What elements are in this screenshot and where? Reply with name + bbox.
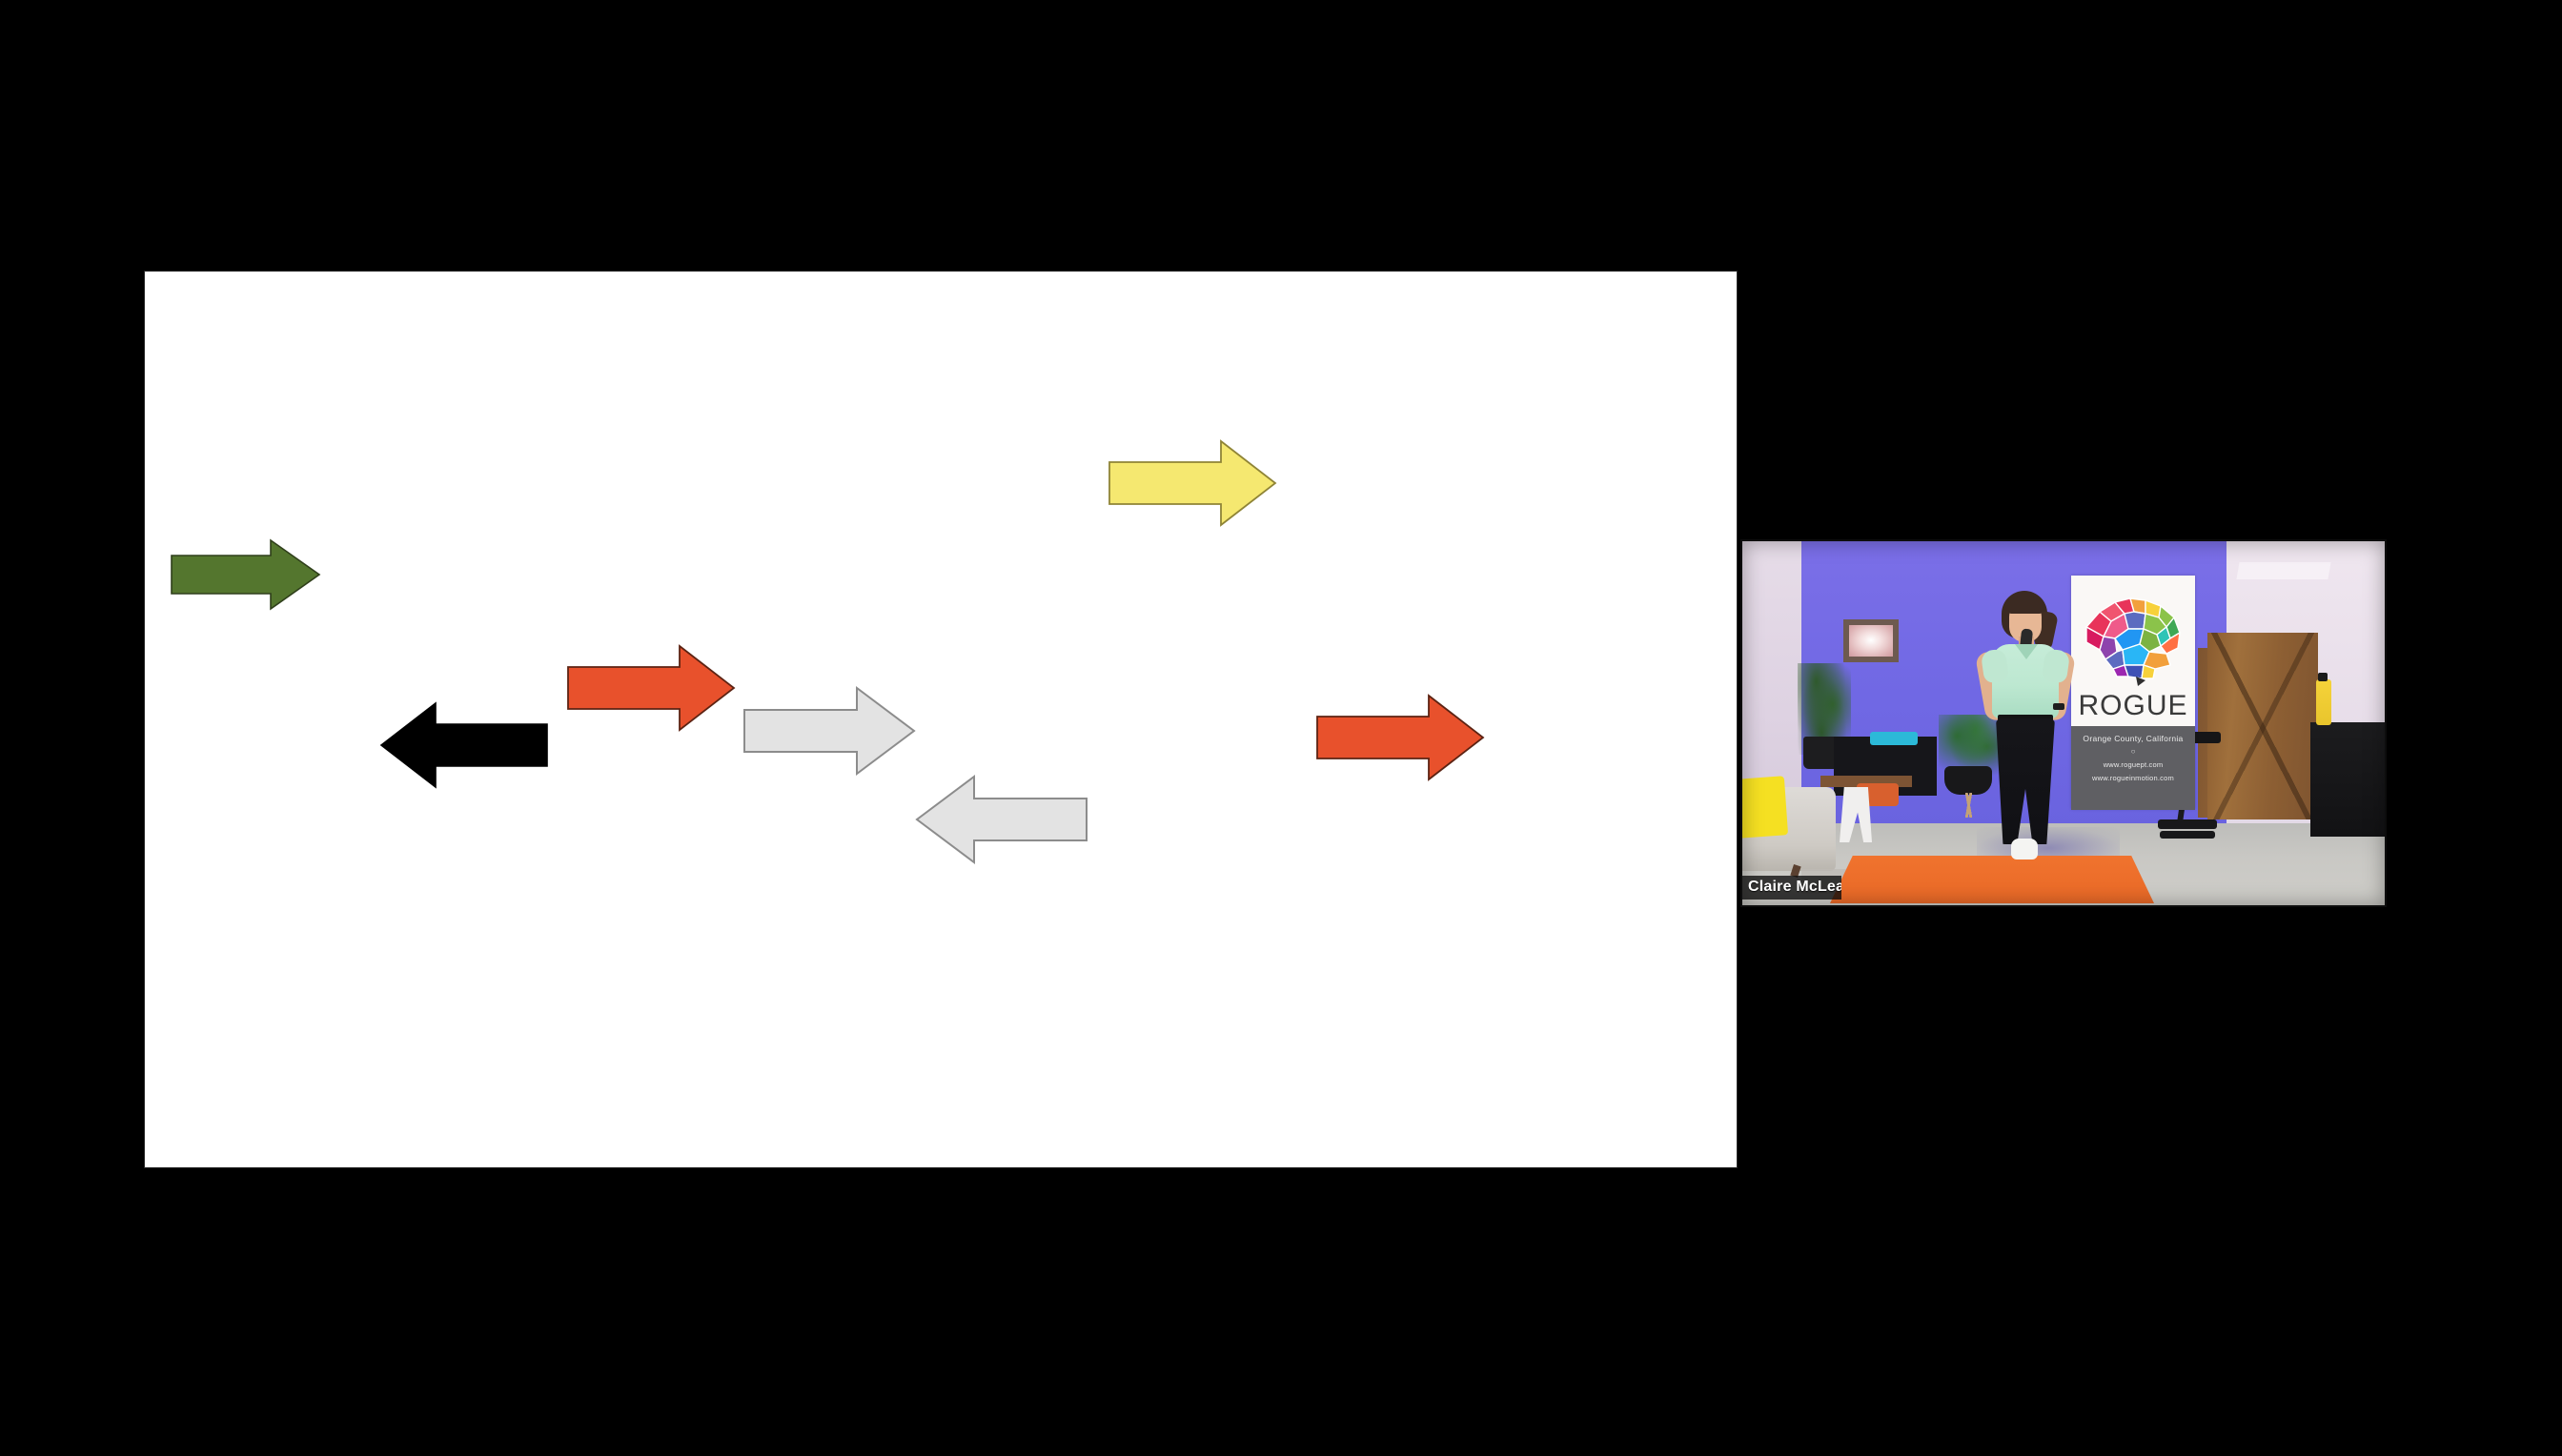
water-bottle-icon — [2316, 679, 2331, 725]
rogue-city-line: Orange County, California — [2083, 734, 2184, 743]
green-right-arrow — [171, 538, 321, 611]
round-planter — [1944, 766, 1992, 795]
yellow-right-arrow — [1108, 439, 1277, 527]
presenter-pants — [1996, 718, 2055, 844]
presenter-watch — [2053, 703, 2064, 710]
rogue-brain-logo-icon — [2084, 597, 2181, 686]
video-scene: ROGUE Orange County, California ○ www.ro… — [1742, 541, 2385, 905]
presentation-slide — [145, 272, 1737, 1167]
planter-legs — [1948, 793, 1990, 818]
presenter-hairline — [2007, 597, 2044, 614]
barn-door-bracing — [2207, 633, 2318, 819]
presenter-figure — [1967, 591, 2082, 877]
grey-left-arrow — [915, 775, 1088, 864]
rogue-url-2: www.rogueinmotion.com — [2092, 774, 2174, 782]
orange-right-arrow-1 — [567, 644, 736, 732]
framed-picture-art — [1849, 625, 1893, 657]
framed-picture — [1843, 619, 1899, 662]
rogue-banner: ROGUE Orange County, California ○ www.ro… — [2071, 576, 2195, 810]
blue-equipment — [1870, 732, 1918, 745]
yellow-pillow — [1742, 776, 1789, 839]
rogue-wordmark: ROGUE — [2078, 690, 2188, 721]
yoga-mat — [1830, 856, 2154, 903]
presenter-shoe — [2011, 839, 2038, 859]
participant-name-label: Claire McLean — [1742, 876, 1841, 900]
participant-video-tile[interactable]: ROGUE Orange County, California ○ www.ro… — [1742, 541, 2385, 905]
rogue-separator: ○ — [2130, 747, 2136, 756]
rogue-banner-subtext: Orange County, California ○ www.roguept.… — [2071, 726, 2195, 810]
water-bottle-cap — [2318, 673, 2328, 681]
wall-trim — [2236, 562, 2331, 579]
stool-base-lower — [2160, 831, 2215, 839]
stool-base — [2158, 819, 2217, 829]
black-left-arrow — [379, 701, 548, 789]
orange-right-arrow-2 — [1316, 694, 1485, 781]
rogue-url-1: www.roguept.com — [2103, 760, 2164, 769]
dark-cabinet — [2310, 722, 2385, 837]
grey-right-arrow — [743, 686, 916, 776]
